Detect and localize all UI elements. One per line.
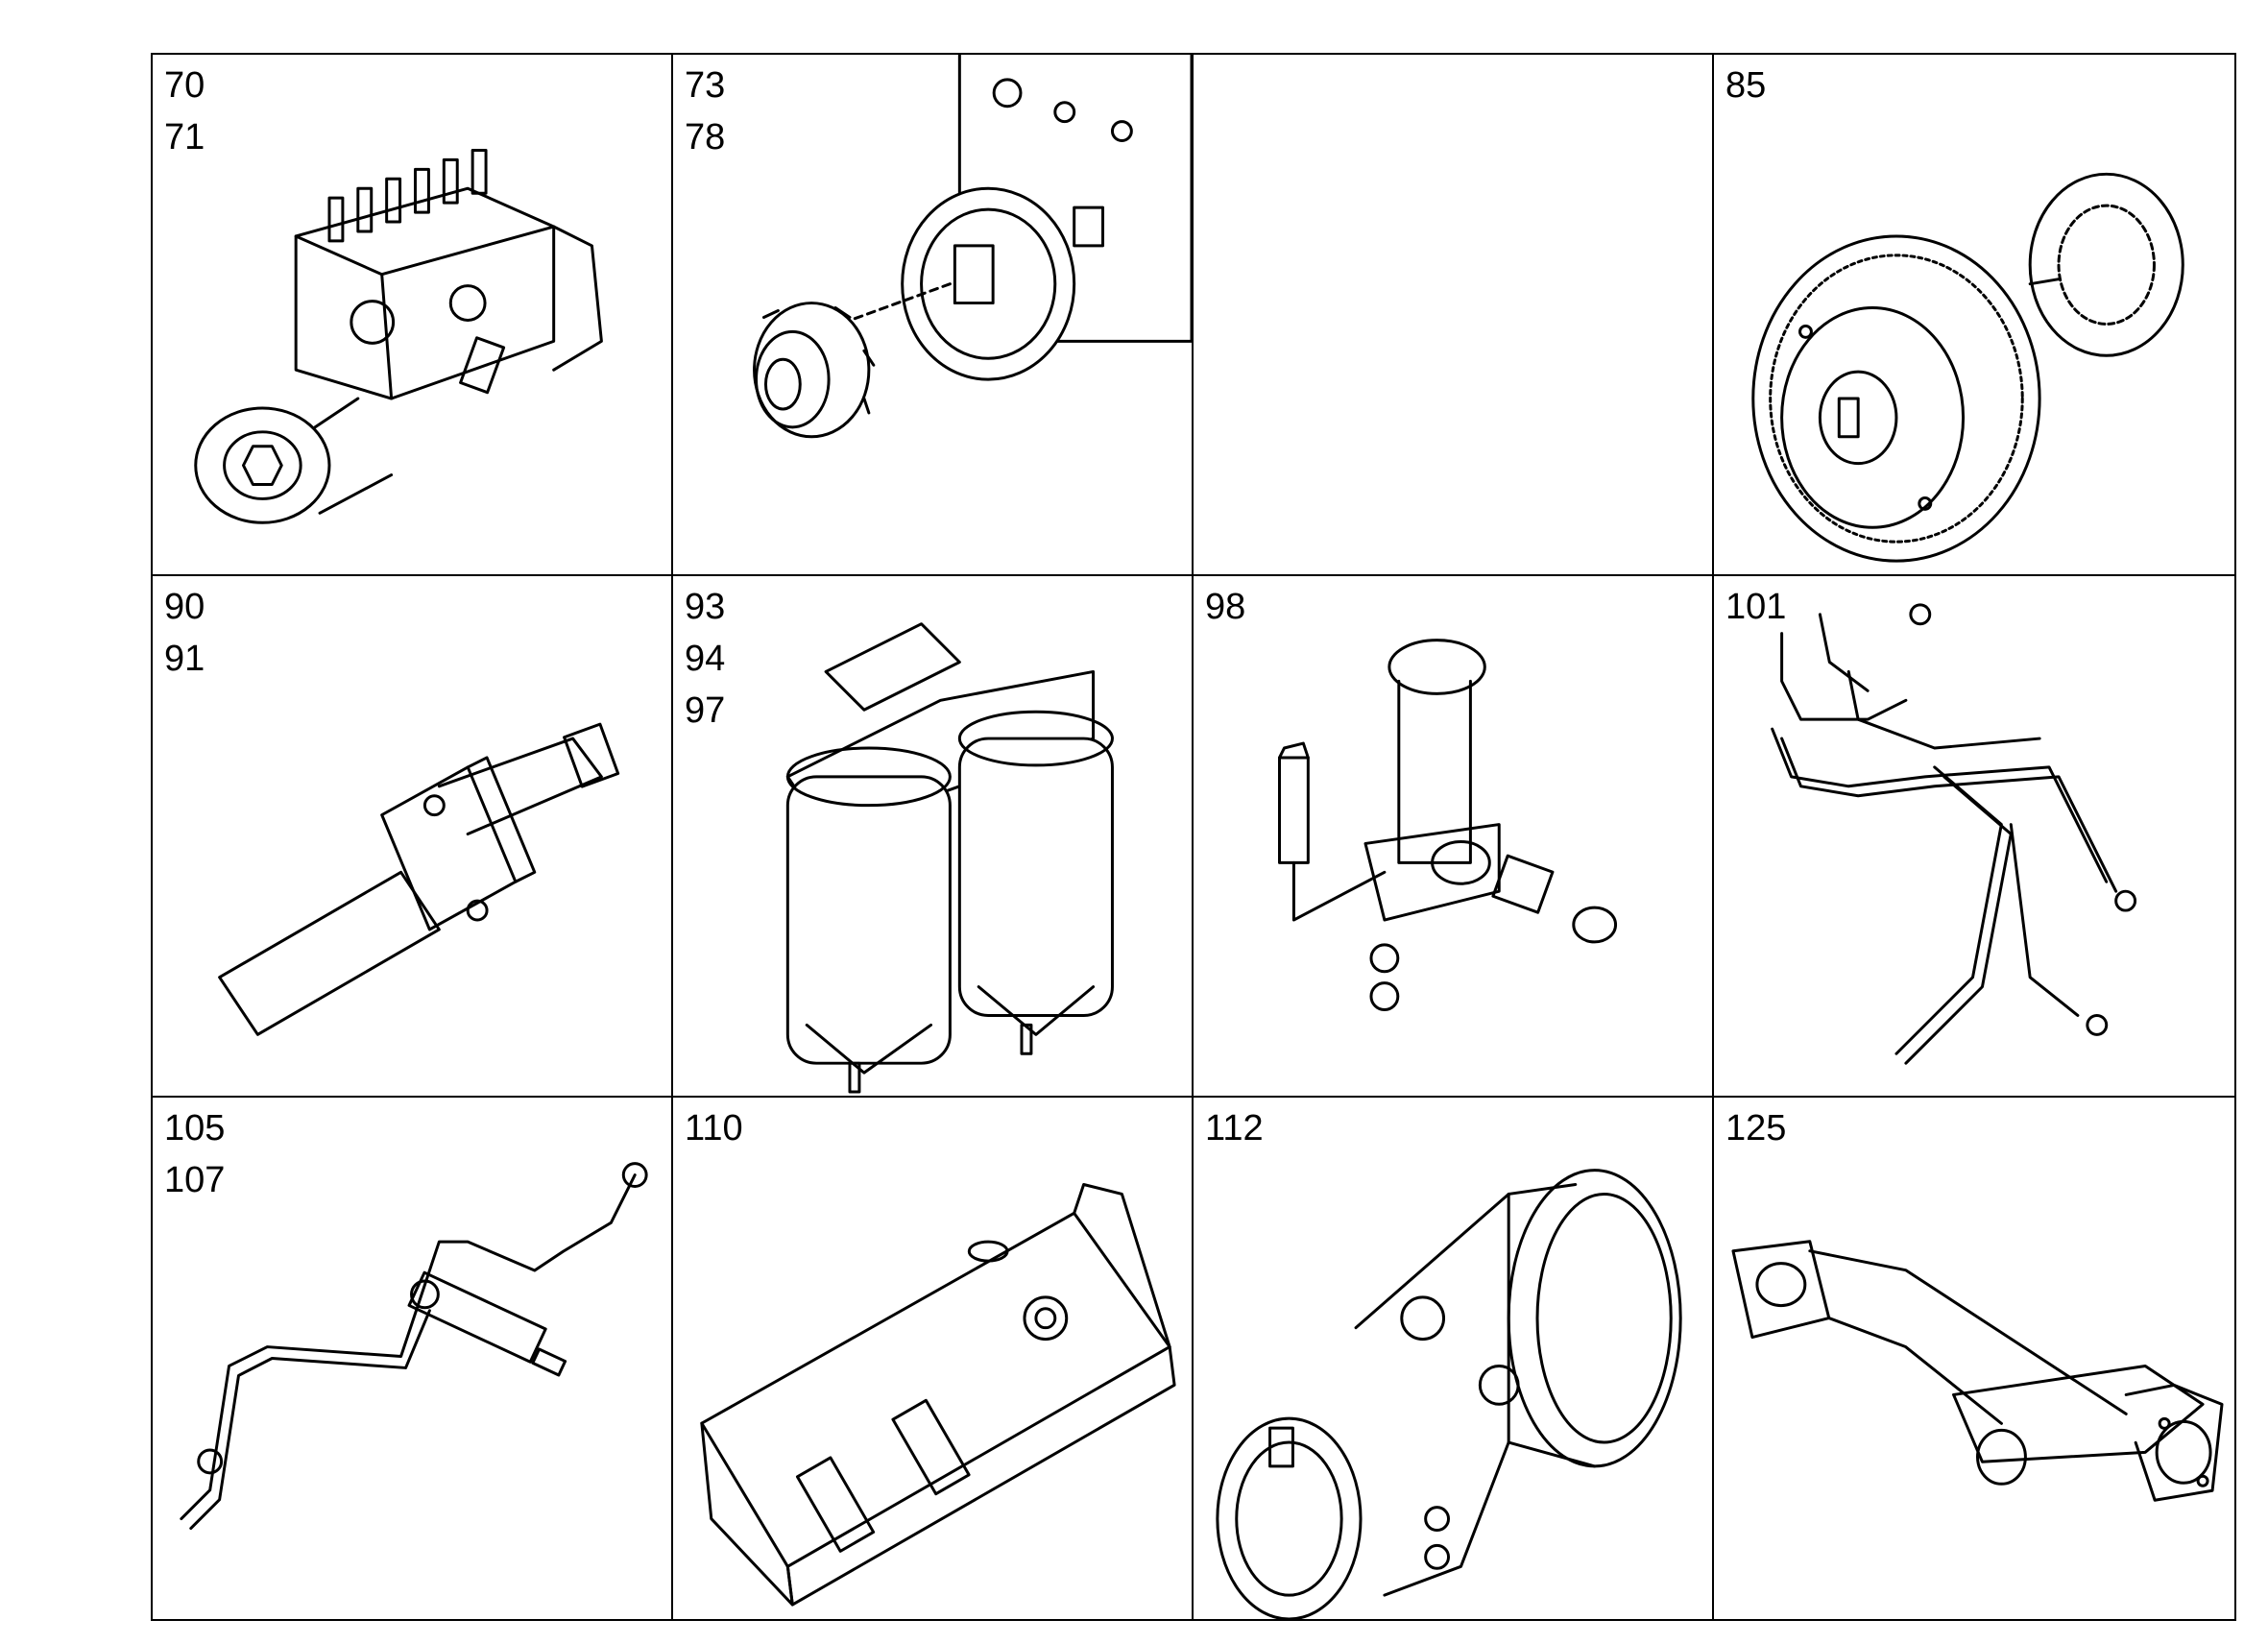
part-numbers: 105 107: [164, 1105, 225, 1203]
timing-gear-hub-icon: [1751, 172, 2184, 563]
cell-injector-with-line[interactable]: 105 107: [153, 1098, 673, 1619]
cell-injector-nozzle[interactable]: 90 91: [153, 576, 673, 1098]
part-numbers: 125: [1725, 1105, 1786, 1151]
injector-with-line-icon: [180, 1162, 648, 1531]
part-number: 90: [164, 587, 205, 627]
cell-exhaust-pipe[interactable]: 125: [1714, 1098, 2234, 1619]
injector-nozzle-icon: [218, 722, 620, 1036]
part-number: 93: [685, 587, 726, 627]
cell-empty: [1194, 55, 1714, 576]
part-number: 85: [1725, 65, 1767, 106]
pump-drive-gear-icon: [753, 55, 1192, 439]
part-numbers: 93 94 97: [685, 584, 725, 734]
cell-valve-cover[interactable]: 110: [673, 1098, 1194, 1619]
part-number: 107: [164, 1160, 226, 1200]
part-number: 105: [164, 1108, 226, 1148]
part-numbers: 73 78: [685, 62, 725, 160]
part-number: 112: [1205, 1108, 1264, 1148]
part-numbers: 98: [1205, 584, 1245, 630]
part-numbers: 90 91: [164, 584, 205, 682]
injection-lines-icon: [1771, 603, 2137, 1065]
part-number: 110: [685, 1108, 743, 1148]
part-number: 70: [164, 65, 205, 106]
exhaust-pipe-icon: [1731, 1240, 2224, 1502]
cell-intake-elbow[interactable]: 112: [1194, 1098, 1714, 1619]
feed-pump-icon: [1278, 639, 1618, 1011]
cell-pump-drive-gear[interactable]: 73 78: [673, 55, 1194, 576]
cell-feed-pump[interactable]: 98: [1194, 576, 1714, 1098]
valve-cover-icon: [700, 1183, 1176, 1607]
part-number: 73: [685, 65, 726, 106]
part-numbers: 110: [685, 1105, 743, 1151]
part-number: 101: [1725, 587, 1787, 627]
part-numbers: 70 71: [164, 62, 205, 160]
intake-elbow-icon: [1216, 1169, 1682, 1619]
part-number: 97: [685, 690, 726, 731]
parts-index-grid: 70 71 73 78: [151, 53, 2236, 1621]
injection-pump-icon: [194, 148, 603, 524]
cell-injection-pump[interactable]: 70 71: [153, 55, 673, 576]
part-numbers: 85: [1725, 62, 1766, 109]
part-number: 91: [164, 639, 205, 679]
fuel-filter-icon: [785, 622, 1114, 1094]
part-number: 94: [685, 639, 726, 679]
cell-timing-gear-hub[interactable]: 85: [1714, 55, 2234, 576]
cell-fuel-filter[interactable]: 93 94 97: [673, 576, 1194, 1098]
part-number: 71: [164, 117, 205, 157]
cell-injection-lines[interactable]: 101: [1714, 576, 2234, 1098]
part-number: 98: [1205, 587, 1246, 627]
part-number: 78: [685, 117, 726, 157]
part-numbers: 112: [1205, 1105, 1264, 1151]
part-numbers: 101: [1725, 584, 1786, 630]
part-number: 125: [1725, 1108, 1787, 1148]
